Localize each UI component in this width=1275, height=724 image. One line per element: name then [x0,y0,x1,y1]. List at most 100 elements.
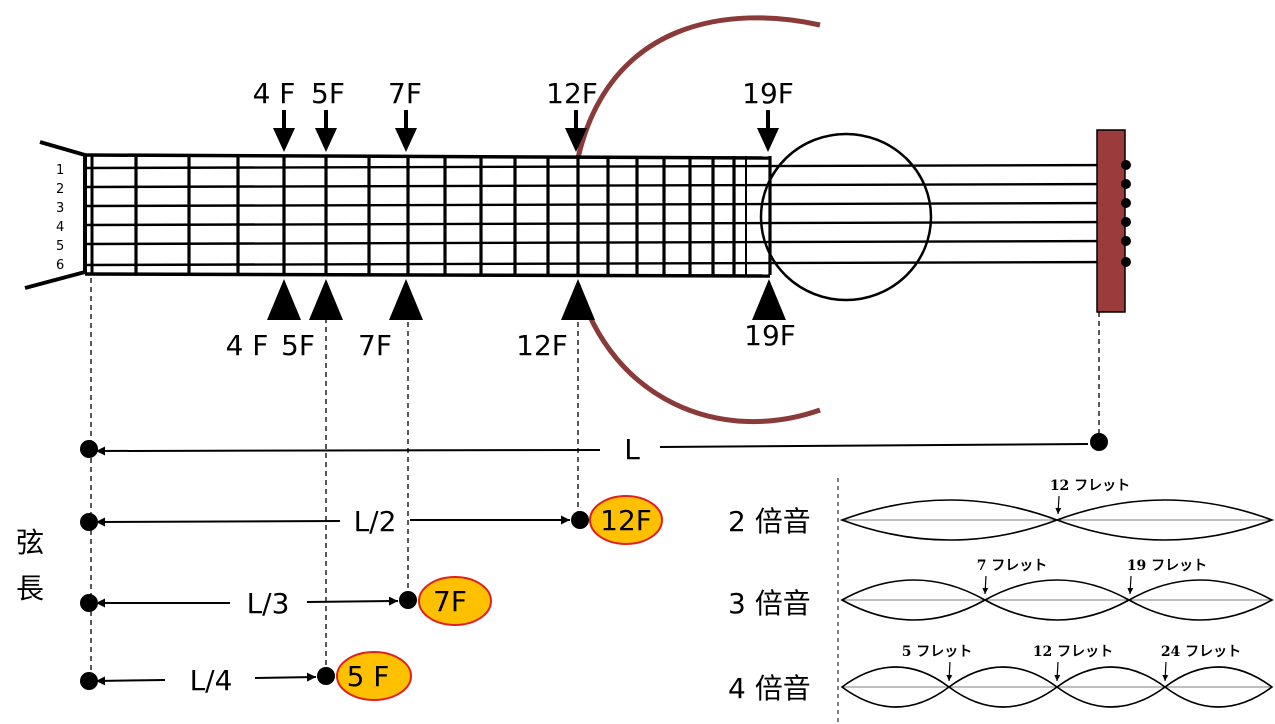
guitar-body [575,15,821,425]
guitar-string [84,239,1127,246]
headstock [24,140,86,290]
length-arrow [95,676,166,686]
endpoint-dot [317,667,335,685]
length-arrow [95,446,601,456]
string-number: 3 [56,201,64,216]
down-arrow-icon [395,128,417,152]
length-arrow [254,672,317,682]
fret-label-5: 5F [281,329,315,362]
node-arrow-icon [946,661,953,682]
guitar-string [84,220,1127,227]
fret-label-19: 19F [744,319,796,352]
node-arrow-icon [1127,575,1134,595]
fret-badge-label: 7F [433,585,467,618]
endpoint-dot [80,672,98,690]
length-label-third: L/3 [247,587,290,620]
endpoint-dot [80,440,98,458]
length-label-quarter: L/4 [190,664,233,697]
length-arrow [306,596,399,606]
sound-hole [759,132,933,302]
guitar-string [84,182,1127,189]
fret-label-4: 4 F [253,77,296,110]
node-arrow-icon [1055,495,1062,515]
strings [84,163,1127,267]
length-label-half: L/2 [354,505,397,538]
down-arrow-icon [315,128,337,152]
bridge-pin [1121,160,1131,170]
up-triangle-icon [561,279,595,320]
length-label-L: L [624,433,640,466]
down-arrow-icon [404,110,408,130]
length-measurements: L L/2 L/3 L/4 [80,433,1108,697]
endpoint-dot [80,594,98,612]
harmonic-label-3: 3 倍音 [728,587,811,620]
up-triangle-icon [309,279,343,320]
down-arrow-icon [273,128,295,152]
endpoint-dot [1090,433,1108,451]
fret-label-12: 12F [516,329,568,362]
bridge-pin [1121,198,1131,208]
fret-label-4: 4 F [226,329,269,362]
string-length-label: 長 [16,572,44,605]
fret-badge-5 [336,651,412,701]
endpoint-dot [399,591,417,609]
fret-label-12: 12F [546,77,598,110]
harmonic-position-label: 5 フレット [902,644,973,660]
up-triangle-icon [267,279,301,320]
fret-badges: 12F 7F 5 F [336,495,663,701]
top-fret-markers: 4 F 5F 7F 12F 19F [253,77,794,152]
harmonic-label-4: 4 倍音 [728,672,811,705]
up-triangle-icon [389,279,423,320]
endpoint-dot [80,513,98,531]
harmonic-position-label: 12 フレット [1050,478,1130,494]
harmonic-position-label: 19 フレット [1127,558,1207,574]
fretboard-top-edge [84,153,771,160]
string-number: 5 [56,239,64,254]
fret-badge-label: 5 F [347,660,390,693]
fret-badge-12 [589,495,663,545]
harmonics-panel: 2 倍音 3 倍音 4 倍音 [728,478,1275,724]
bridge-pin [1121,217,1131,227]
down-arrow-icon [574,110,578,130]
fret-label-7: 7F [388,77,422,110]
bridge-pin [1121,179,1131,189]
string-number: 2 [56,182,64,197]
guitar-string [84,260,1127,267]
harmonic-position-label: 12 フレット [1033,644,1113,660]
node-arrow-icon [1054,661,1061,682]
up-triangle-icon [752,279,786,320]
wave-harmonic-3 [840,579,1274,621]
frets [134,156,772,275]
wave-harmonic-2 [839,499,1275,541]
harmonic-position-label: 24 フレット [1161,644,1241,660]
length-arrow [95,517,341,527]
down-arrow-icon [766,110,770,130]
fretboard-bottom-edge [84,272,771,278]
fretboard [83,153,772,278]
length-arrow [659,443,1089,448]
node-arrow-icon [982,575,989,595]
fret-badge-label: 12F [600,504,652,537]
bridge-pin [1121,236,1131,246]
down-arrow-icon [757,128,779,152]
string-number: 1 [56,163,64,178]
guitar-string [84,163,1127,170]
bridge-pins [1121,160,1131,267]
down-arrow-icon [324,110,328,130]
string-number: 6 [56,258,64,273]
bottom-fret-markers: 4 F 5F 7F 12F 19F [226,279,796,362]
guitar-string [84,201,1127,208]
fret-label-7: 7F [358,329,392,362]
down-arrow-icon [565,128,587,152]
bridge-pin [1121,257,1131,267]
node-arrow-icon [1162,661,1169,682]
harmonic-position-label: 7 フレット [977,558,1048,574]
wave-harmonic-4 [840,666,1274,708]
fret-label-19: 19F [742,77,794,110]
guide-lines [90,278,1100,680]
string-length-label: 弦 [16,526,44,559]
harmonic-label-2: 2 倍音 [728,505,811,538]
bridge [1096,129,1126,313]
string-number: 4 [56,220,64,235]
